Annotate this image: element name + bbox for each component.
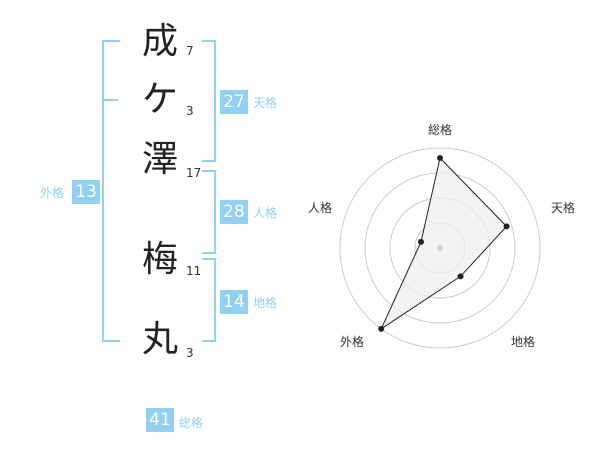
character-3: 澤 bbox=[141, 139, 178, 180]
axis-label-tenkaku: 天格 bbox=[551, 200, 575, 215]
radar-point bbox=[378, 325, 385, 332]
tenkaku-bracket bbox=[202, 40, 216, 162]
axis-label-chikaku: 地格 bbox=[511, 334, 535, 349]
gaikaku-bracket-tick bbox=[102, 99, 118, 101]
stroke-count-5: 3 bbox=[186, 346, 194, 360]
radar-points bbox=[378, 155, 510, 332]
radar-point bbox=[457, 273, 464, 280]
character-5: 丸 bbox=[141, 319, 178, 360]
chikaku-bracket bbox=[202, 258, 216, 342]
radar-point bbox=[417, 238, 424, 245]
stroke-count-1: 7 bbox=[186, 44, 194, 58]
gaikaku-bracket bbox=[102, 40, 120, 342]
stroke-count-3: 17 bbox=[186, 166, 202, 180]
stroke-count-2: 3 bbox=[186, 104, 194, 118]
stroke-count-4: 11 bbox=[186, 264, 202, 278]
radar-point bbox=[437, 155, 443, 161]
jinkaku-score: 28 bbox=[220, 200, 248, 224]
axis-label-soukaku: 総格 bbox=[428, 122, 452, 137]
gaikaku-label: 外格 bbox=[40, 186, 65, 200]
chikaku-label: 地格 bbox=[253, 296, 278, 310]
jinkaku-bracket bbox=[202, 170, 216, 254]
character-2: ケ bbox=[141, 79, 178, 120]
character-1: 成 bbox=[141, 21, 178, 62]
radar-area bbox=[380, 156, 508, 331]
radar-ring bbox=[339, 147, 541, 349]
gaikaku-score: 13 bbox=[72, 180, 100, 204]
tenkaku-score: 27 bbox=[220, 90, 248, 114]
soukaku-score: 41 bbox=[146, 408, 174, 432]
radar-point bbox=[503, 223, 510, 230]
character-4: 梅 bbox=[141, 239, 178, 280]
radar-center bbox=[437, 245, 443, 251]
axis-label-jinkaku: 人格 bbox=[308, 200, 332, 215]
tenkaku-label: 天格 bbox=[253, 96, 278, 110]
chikaku-score: 14 bbox=[220, 290, 248, 314]
jinkaku-label: 人格 bbox=[253, 206, 278, 220]
axis-label-gaikaku: 外格 bbox=[340, 334, 364, 349]
soukaku-label: 総格 bbox=[179, 416, 204, 430]
